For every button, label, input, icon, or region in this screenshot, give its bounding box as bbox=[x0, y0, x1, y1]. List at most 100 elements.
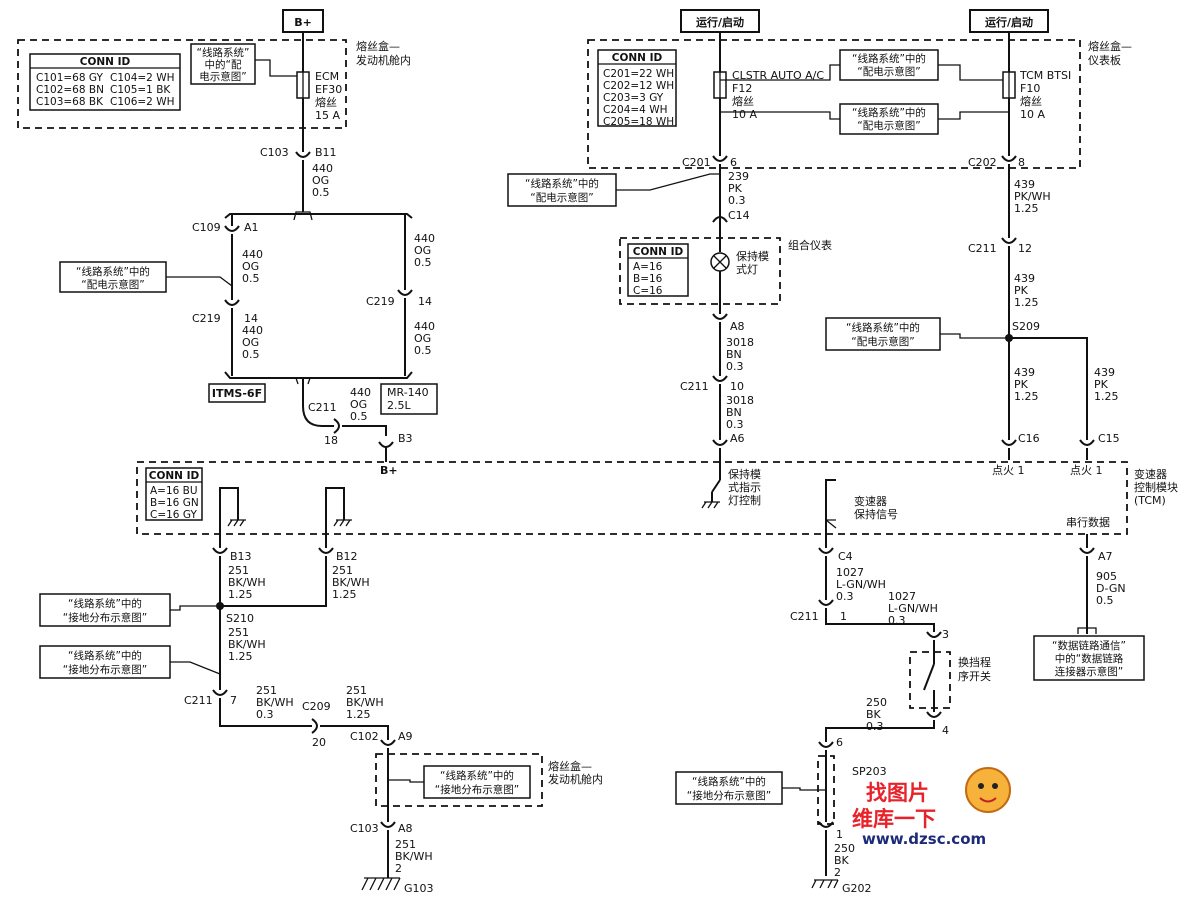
watermark-text: 维库一下 bbox=[852, 807, 936, 831]
pin-label: 20 bbox=[312, 736, 326, 749]
fuse-label: 10 A bbox=[1020, 108, 1045, 121]
pin-label: A8 bbox=[730, 320, 745, 333]
wire-label: 251 bbox=[256, 684, 277, 697]
wire-label: 0.5 bbox=[242, 272, 260, 285]
connector-c4-icon bbox=[818, 547, 834, 554]
wire-label: 440 bbox=[242, 324, 263, 337]
ip-fusebox-title: 仪表板 bbox=[1088, 53, 1121, 67]
pin-label: A9 bbox=[398, 730, 413, 743]
ip-fusebox-title: 熔丝盒— bbox=[1088, 39, 1132, 53]
engine-fusebox-ref-text: 电示意图” bbox=[199, 70, 246, 83]
run-start-header-right-label: 运行/启动 bbox=[985, 15, 1033, 29]
wire-label: 905 bbox=[1096, 570, 1117, 583]
wire-label: 440 bbox=[350, 386, 371, 399]
wire-label: 251 bbox=[228, 626, 249, 639]
wire-label: 1.25 bbox=[1014, 202, 1039, 215]
wire-label: 251 bbox=[228, 564, 249, 577]
wire-label: 439 bbox=[1014, 272, 1035, 285]
conn-row: C=16 GY bbox=[150, 509, 197, 521]
fuse-label: 熔丝 bbox=[1020, 94, 1042, 108]
fuse-label: 熔丝 bbox=[732, 94, 754, 108]
ref-text: “配电示意图” bbox=[530, 191, 593, 204]
cluster-ref bbox=[507, 173, 617, 207]
pin-label: B12 bbox=[336, 550, 358, 563]
connector-label: C16 bbox=[1018, 432, 1040, 445]
ip-fusebox-conn-id bbox=[597, 49, 677, 127]
conn-row: C204=4 WH bbox=[603, 104, 667, 116]
wire-label: 440 bbox=[242, 248, 263, 261]
pin-label: 12 bbox=[1018, 242, 1032, 255]
wire-label: 0.3 bbox=[888, 614, 906, 627]
pin-label: 3 bbox=[942, 628, 949, 641]
tcm-title: 变速器 bbox=[1134, 467, 1167, 481]
wire-label: 440 bbox=[312, 162, 333, 175]
connector-label: C103 bbox=[350, 822, 379, 835]
wire-label: 3018 bbox=[726, 336, 754, 349]
pin-label: 10 bbox=[730, 380, 744, 393]
wire-label: BK/WH bbox=[256, 696, 294, 709]
ecm-fuse-label: ECM bbox=[315, 70, 339, 83]
ref-text: “线路系统”中的 bbox=[846, 321, 920, 334]
connector-c211-1-icon bbox=[818, 599, 834, 606]
wire-label: OG bbox=[242, 260, 259, 273]
option-label: ITMS-6F bbox=[212, 387, 262, 400]
connector-b13-icon bbox=[212, 547, 228, 554]
connector-pin3-icon bbox=[926, 631, 942, 638]
ref-text: “数据链路通信” bbox=[1052, 639, 1126, 652]
engine-conn-row: C101=68 GY bbox=[36, 72, 103, 84]
splice-label: S210 bbox=[226, 612, 254, 625]
connector-label: C201 bbox=[682, 156, 711, 169]
connector-label: C211 bbox=[680, 380, 709, 393]
connector-label: C15 bbox=[1098, 432, 1120, 445]
connector-label: C14 bbox=[728, 209, 750, 222]
engine-conn-row: C104=2 WH bbox=[110, 72, 174, 84]
splice-label: S209 bbox=[1012, 320, 1040, 333]
conn-row: C201=22 WH bbox=[603, 68, 674, 80]
pin-label: 7 bbox=[230, 694, 237, 707]
wire-label: 439 bbox=[1014, 178, 1035, 191]
conn-title: CONN ID bbox=[149, 470, 200, 482]
engine-fusebox-ref-text: 中的“配 bbox=[205, 58, 242, 71]
conn-row: A=16 bbox=[633, 261, 663, 273]
left-bottom-ref-3 bbox=[423, 765, 531, 799]
connector-label: C202 bbox=[968, 156, 997, 169]
tcm-conn-id bbox=[145, 467, 203, 521]
fuse-label: CLSTR AUTO A/C bbox=[732, 69, 824, 82]
connector-c209-icon bbox=[311, 718, 318, 734]
connector-pin6-icon bbox=[818, 741, 834, 748]
cluster-title: 组合仪表 bbox=[788, 238, 832, 252]
ref-text: “配电示意图” bbox=[857, 119, 920, 132]
conn-row: A=16 BU bbox=[150, 485, 198, 497]
pin-label: 4 bbox=[942, 724, 949, 737]
option-label: 2.5L bbox=[387, 399, 411, 412]
pin-label: A7 bbox=[1098, 550, 1113, 563]
wire-label: 1.25 bbox=[1014, 296, 1039, 309]
pin-label: 14 bbox=[418, 295, 432, 308]
wire-label: 0.3 bbox=[836, 590, 854, 603]
engine-conn-row: C106=2 WH bbox=[110, 96, 174, 108]
fusebox-title: 发动机舱内 bbox=[548, 772, 603, 786]
wire-label: 0.3 bbox=[726, 360, 744, 373]
connector-label: C219 bbox=[192, 312, 221, 325]
connector-label: C211 bbox=[968, 242, 997, 255]
connector-c219-b-icon bbox=[397, 289, 413, 296]
fuse-label: 10 A bbox=[732, 108, 757, 121]
wire-label: 251 bbox=[395, 838, 416, 851]
engine-fusebox-ref-text: “线路系统” bbox=[197, 46, 250, 59]
pin-label: 14 bbox=[244, 312, 258, 325]
ground-g202-icon bbox=[811, 879, 839, 889]
ip-fusebox-outline bbox=[587, 39, 1081, 169]
fuse-label: F12 bbox=[732, 82, 752, 95]
shift-pattern-switch-outline bbox=[909, 651, 951, 709]
connector-label: C102 bbox=[350, 730, 379, 743]
connector-label: C211 bbox=[790, 610, 819, 623]
wire-label: OG bbox=[242, 336, 259, 349]
serial-data-label: 串行数据 bbox=[1066, 515, 1110, 529]
conn-title: CONN ID bbox=[633, 246, 684, 258]
ref-text: “配电示意图” bbox=[851, 335, 914, 348]
connector-c16-icon bbox=[1001, 439, 1017, 446]
ref-text: “线路系统”中的 bbox=[68, 649, 142, 662]
wire-label: OG bbox=[312, 174, 329, 187]
wire-label: L-GN/WH bbox=[836, 578, 886, 591]
